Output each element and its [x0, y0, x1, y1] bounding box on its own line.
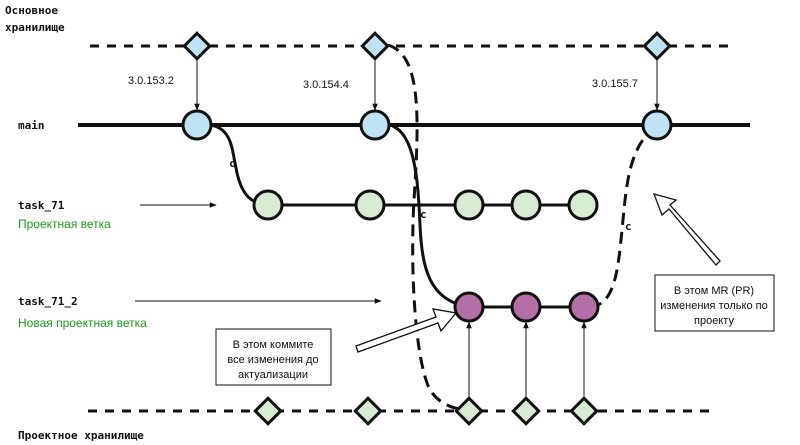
- mr-note-box: [654, 274, 775, 332]
- tag-label-2: 3.0.154.4: [303, 79, 349, 91]
- task71-sublabel: Проектная ветка: [18, 217, 111, 231]
- cherry-mark-task71: c: [229, 157, 236, 170]
- cherry-mark-task712: c: [420, 208, 427, 221]
- main-repo-diamond-1: [182, 31, 212, 61]
- mr-note-line3: проекту: [694, 315, 734, 327]
- task71-commit-2: [354, 189, 386, 221]
- main-repo-label-line2: хранилище: [5, 21, 65, 34]
- commit-note-line3: актуализации: [238, 369, 308, 381]
- mr-note-line1: В этом MR (PR): [674, 285, 754, 297]
- main-repo-label-line1: Основное: [5, 4, 58, 17]
- project-repo-label: Проектное хранилище: [18, 429, 144, 442]
- task712-branch-curve: [389, 123, 469, 309]
- project-repo-diamond-1: [253, 396, 283, 426]
- dashed-sync-curve: [387, 43, 471, 412]
- task71-label: task_71: [18, 199, 65, 212]
- tag-label-3: 3.0.155.7: [592, 78, 638, 90]
- tag-label-1: 3.0.153.2: [128, 75, 174, 87]
- commit-note-line2: все изменения до: [227, 354, 318, 366]
- task71-commit-4: [510, 189, 542, 221]
- project-repo-diamond-5: [569, 396, 599, 426]
- task712-sublabel: Новая проектная ветка: [18, 316, 147, 330]
- task712-label: task_71_2: [18, 295, 78, 308]
- task71-commit-1: [252, 189, 284, 221]
- project-repo-diamond-4: [511, 396, 541, 426]
- project-repo-diamond-2: [353, 396, 383, 426]
- task71-commit-3: [453, 189, 485, 221]
- main-commit-2: [359, 109, 391, 141]
- commit-note-box: [215, 328, 332, 386]
- mr-note-line2: изменения только по: [660, 300, 767, 312]
- dashed-mr-curve: [589, 128, 653, 309]
- hollow-arrow-commit-note: [355, 308, 458, 353]
- hollow-arrow-mr-note: [652, 193, 721, 266]
- project-repo-diamond-3: [454, 396, 484, 426]
- task712-commit-2: [510, 291, 542, 323]
- main-branch-label: main: [18, 119, 45, 132]
- task712-commit-3: [568, 291, 600, 323]
- main-repo-diamond-3: [642, 31, 672, 61]
- cherry-mark-mr: c: [625, 220, 632, 233]
- commit-note-line1: В этом коммите: [233, 339, 314, 351]
- task71-commit-5: [567, 189, 599, 221]
- task712-commit-1: [453, 291, 485, 323]
- main-repo-diamond-2: [360, 31, 390, 61]
- main-commit-1: [181, 109, 213, 141]
- main-commit-3: [641, 109, 673, 141]
